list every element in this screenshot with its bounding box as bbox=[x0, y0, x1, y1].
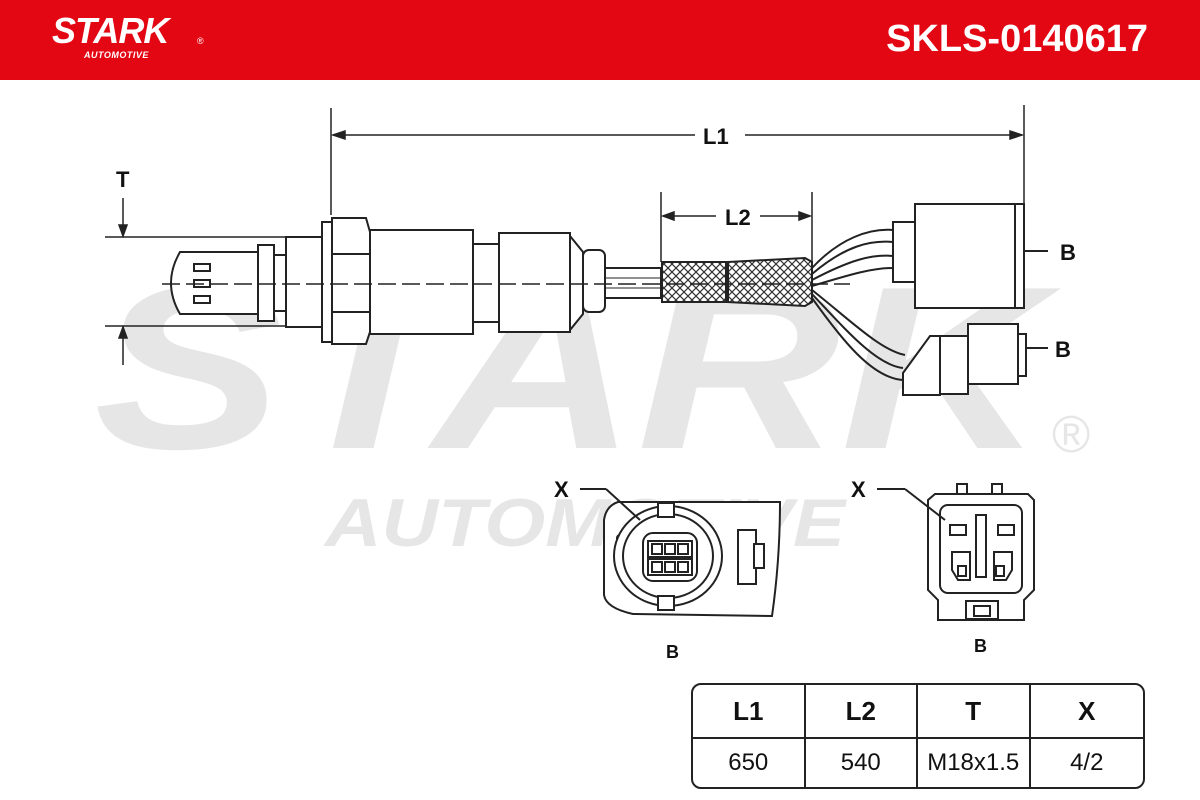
part-number: SKLS-0140617 bbox=[886, 18, 1148, 60]
brand-logo: STARK bbox=[52, 10, 169, 51]
spec-header-x: X bbox=[1030, 685, 1143, 739]
watermark-registered: ® bbox=[1052, 406, 1090, 464]
boot bbox=[498, 232, 571, 333]
spec-value-t: M18x1.5 bbox=[918, 739, 1031, 787]
tip-collar bbox=[257, 244, 275, 322]
hex-nut bbox=[331, 217, 371, 345]
dimension-label-l2: L2 bbox=[725, 205, 751, 230]
thread-section bbox=[285, 236, 323, 328]
body-step bbox=[472, 243, 500, 323]
spec-header-l1: L1 bbox=[693, 685, 806, 739]
braided-sleeve bbox=[661, 256, 813, 308]
connector-bottom bbox=[902, 323, 1048, 396]
connector-face-right bbox=[877, 483, 1035, 621]
dimension-lines bbox=[105, 105, 1025, 365]
connector-top bbox=[892, 203, 1048, 309]
header-bar: STARK ® AUTOMOTIVE SKLS-0140617 bbox=[0, 0, 1200, 80]
thread-ring bbox=[321, 221, 333, 343]
connector-label-b-bottom: B bbox=[1055, 337, 1071, 362]
connector-view-label-b-right: B bbox=[974, 636, 987, 656]
tip-step bbox=[273, 254, 287, 312]
connector-wires bbox=[811, 228, 906, 381]
sensor-technical-drawing: STARK AUTOMOTIVE ® bbox=[94, 105, 1090, 621]
spec-header-row: L1 L2 T X bbox=[693, 685, 1143, 739]
spec-header-t: T bbox=[918, 685, 1031, 739]
connector-view-label-b-left: B bbox=[666, 642, 679, 662]
spec-value-l1: 650 bbox=[693, 739, 806, 787]
sensor-body bbox=[369, 229, 474, 335]
boot-end bbox=[582, 249, 606, 313]
spec-value-row: 650 540 M18x1.5 4/2 bbox=[693, 739, 1143, 787]
registered-mark: ® bbox=[197, 36, 204, 46]
spec-value-l2: 540 bbox=[806, 739, 918, 787]
spec-header-l2: L2 bbox=[805, 685, 918, 739]
dimension-label-l1: L1 bbox=[703, 124, 729, 149]
connector-face-left bbox=[580, 488, 782, 618]
specification-table: L1 L2 T X 650 540 M18x1.5 4/2 bbox=[691, 683, 1145, 789]
pin-label-x-left: X bbox=[554, 477, 569, 502]
tip-slot bbox=[193, 295, 211, 304]
boot-taper bbox=[569, 233, 584, 333]
spec-value-x: 4/2 bbox=[1070, 749, 1104, 776]
pin-label-x-right: X bbox=[851, 477, 866, 502]
dimension-label-t: T bbox=[116, 167, 130, 192]
sensor-tip bbox=[170, 251, 259, 315]
wire-lead bbox=[604, 267, 662, 299]
brand-logo-subtext: AUTOMOTIVE bbox=[84, 50, 149, 60]
oxygen-sensor bbox=[170, 217, 662, 345]
tip-slot bbox=[193, 263, 211, 272]
connector-label-b-top: B bbox=[1060, 240, 1076, 265]
